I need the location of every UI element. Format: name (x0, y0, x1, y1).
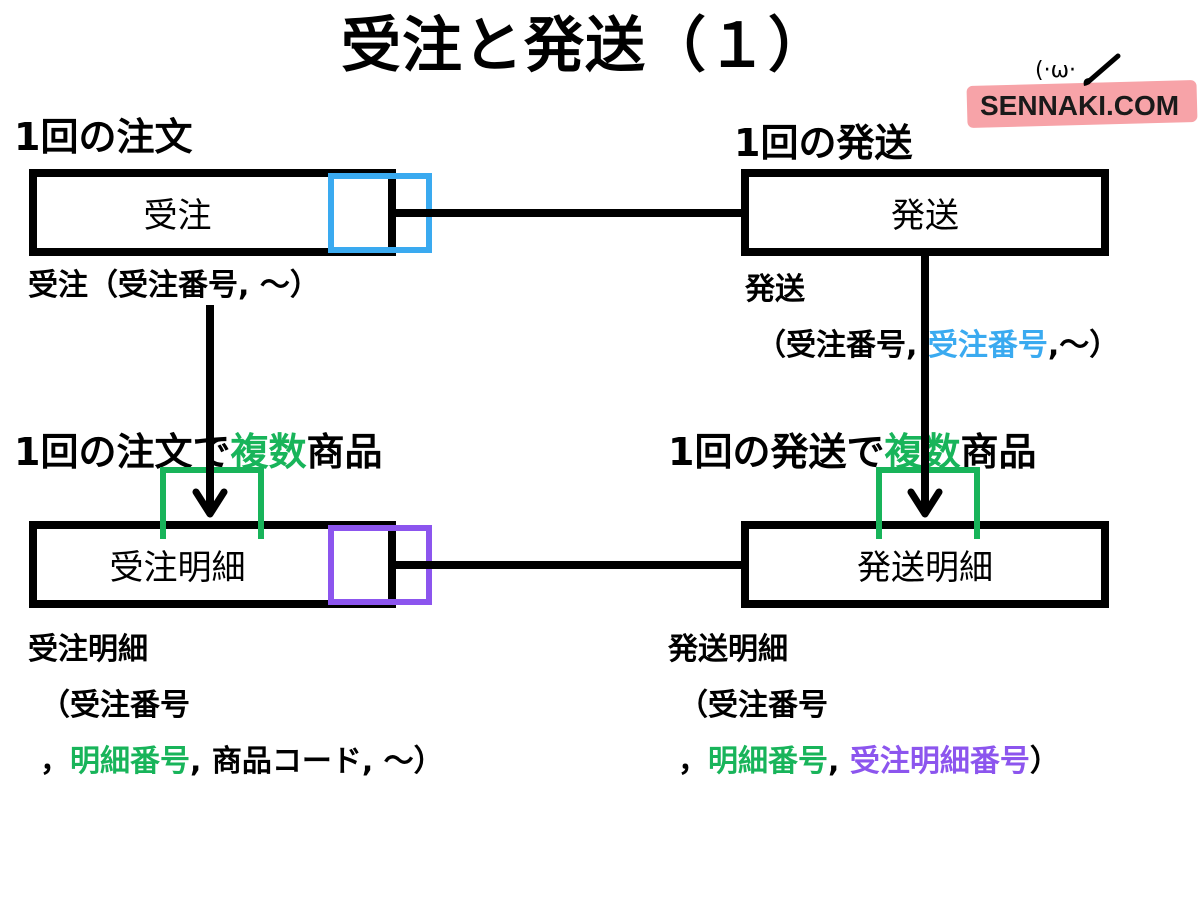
order-attributes: 受注（受注番号, ～） (28, 268, 320, 303)
order-section-label: 1回の注文 (14, 115, 193, 159)
shipment-attr-lead: （受注番号, (756, 328, 928, 363)
shipment-attr-highlight: 受注番号 (927, 328, 1048, 363)
order-detail-label-prefix: 1回の注文で (14, 430, 231, 474)
shipment-detail-attr-line2: （受注番号 (678, 688, 828, 723)
shipment-attr-rest: ,～） (1047, 328, 1120, 363)
shipment-detail-attr-end: ） (1029, 744, 1060, 779)
shipment-detail-entity-box: 発送明細 (741, 521, 1109, 608)
shipment-attr-line1: 発送 (745, 272, 805, 307)
shipment-detail-section-label: 1回の発送で複数商品 (668, 428, 1036, 476)
order-entity-name: 受注 (143, 196, 212, 236)
shipment-detail-attr-line1: 発送明細 (668, 632, 788, 667)
order-to-detail-line (206, 305, 214, 510)
shipment-entity-box: 発送 (741, 169, 1109, 256)
shipment-detail-entity-name: 発送明細 (857, 548, 993, 588)
shipment-to-detail-line (921, 256, 929, 510)
order-detail-attr-line1: 受注明細 (28, 632, 148, 667)
order-detail-label-highlight: 複数 (230, 430, 307, 474)
order-detail-entity-box: 受注明細 (29, 521, 396, 608)
page-title: 受注と発送（１） (341, 11, 829, 81)
shipment-section-label: 1回の発送 (734, 121, 913, 165)
order-detail-attr-line2: （受注番号 (40, 688, 190, 723)
order-detail-attr-lead: ， (40, 744, 70, 779)
shipment-detail-attr-lead: ， (678, 744, 708, 779)
shipment-detail-attr-highlight2: 受注明細番号 (849, 744, 1030, 779)
shipment-attr-line2: （受注番号, 受注番号,～） (756, 326, 1119, 366)
shipment-detail-label-suffix: 商品 (960, 430, 1037, 474)
logo-text: SENNAKI.COM (980, 90, 1180, 121)
order-entity-box: 受注 (29, 169, 396, 256)
shipment-detail-attr-line3: ，明細番号, 受注明細番号） (678, 742, 1060, 782)
shipment-detail-attr-sep: , (828, 744, 850, 779)
order-detail-attr-highlight: 明細番号 (70, 744, 190, 779)
order-detail-attr-line3: ，明細番号, 商品コード, ～） (40, 742, 444, 782)
detail-relation-line (396, 561, 741, 569)
order-detail-section-label: 1回の注文で複数商品 (14, 428, 382, 476)
shipment-detail-attr-highlight1: 明細番号 (708, 744, 828, 779)
brush-icon (1083, 53, 1121, 86)
logo-face: (·ω· (1035, 58, 1076, 83)
shipment-entity-name: 発送 (891, 196, 959, 236)
order-detail-entity-name: 受注明細 (109, 548, 246, 588)
order-detail-attr-rest: , 商品コード, ～） (190, 744, 444, 779)
shipment-detail-label-prefix: 1回の発送で (668, 430, 885, 474)
shipment-detail-arrowhead-icon (907, 488, 943, 518)
order-detail-label-suffix: 商品 (306, 430, 383, 474)
order-detail-arrowhead-icon (192, 488, 228, 518)
order-shipment-relation-line (396, 209, 741, 217)
